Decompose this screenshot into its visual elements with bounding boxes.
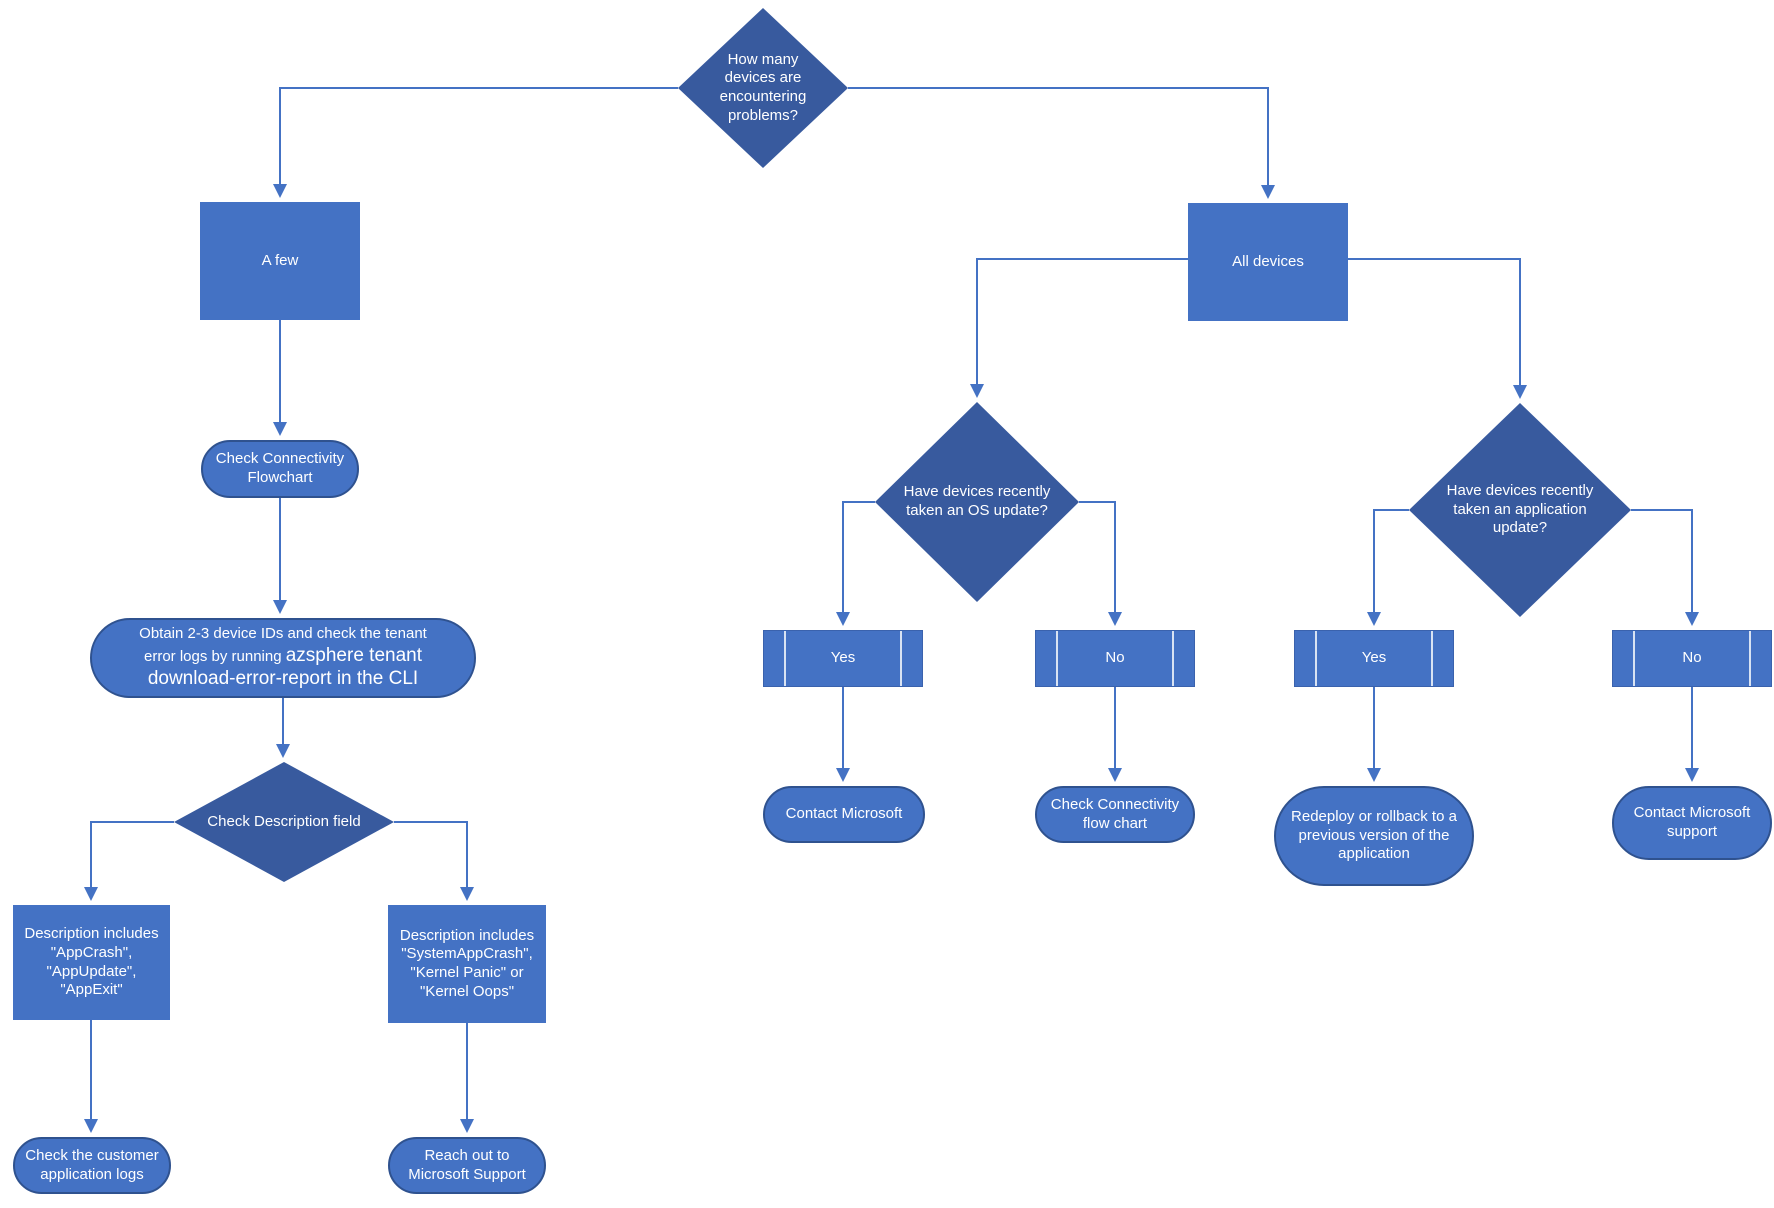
node-yes-os-update: Yes [763, 630, 923, 687]
node-no-os-update: No [1035, 630, 1195, 687]
node-check-customer-application-logs-label: Check the customer application logs [25, 1146, 159, 1183]
node-all-devices: All devices [1188, 203, 1348, 321]
decision-os-update: Have devices recently taken an OS update… [875, 402, 1079, 602]
node-check-connectivity-flowchart-label: Check Connectivity Flowchart [215, 450, 345, 486]
node-all-devices-label: All devices [1232, 252, 1304, 270]
obtain-label-command: azsphere tenant download-error-report in… [147, 644, 422, 690]
node-reach-out-microsoft-support-label: Reach out to Microsoft Support [408, 1146, 526, 1183]
connector-appupdate-to-no [1631, 509, 1699, 626]
node-description-appcrash-label: Description includes "AppCrash", "AppUpd… [24, 925, 159, 999]
node-obtain-device-ids: Obtain 2-3 device IDs and check the tena… [90, 618, 476, 698]
connector-root-to-alldevices [848, 87, 1275, 199]
connector-alldevices-to-appupdate [1348, 258, 1527, 399]
decision-application-update-label: Have devices recently taken an applicati… [1446, 481, 1594, 537]
decision-os-update-label: Have devices recently taken an OS update… [903, 483, 1051, 519]
connector-osupdate-to-no [1079, 501, 1122, 626]
node-description-systemappcrash: Description includes "SystemAppCrash", "… [388, 905, 546, 1023]
node-description-appcrash: Description includes "AppCrash", "AppUpd… [13, 905, 170, 1020]
decision-how-many-devices-label: How many devices are encountering proble… [719, 50, 807, 124]
connector-alldevices-to-osupdate [970, 258, 1188, 398]
connector-checkdesc-to-descapp [84, 821, 174, 901]
decision-how-many-devices: How many devices are encountering proble… [678, 8, 848, 168]
node-check-connectivity-flowchart: Check Connectivity Flowchart [201, 440, 359, 498]
node-no-app-update: No [1612, 630, 1772, 687]
decision-check-description-field-label: Check Description field [207, 812, 361, 830]
connector-appupdate-to-yes [1367, 509, 1409, 626]
node-description-systemappcrash-label: Description includes "SystemAppCrash", "… [399, 926, 535, 1000]
connector-root-to-afew [273, 87, 678, 198]
node-no-app-update-label: No [1682, 649, 1702, 667]
node-check-connectivity-flow-chart: Check Connectivity flow chart [1035, 786, 1195, 843]
node-obtain-device-ids-label: Obtain 2-3 device IDs and check the tena… [92, 625, 474, 691]
decision-check-description-field: Check Description field [174, 762, 394, 882]
obtain-label-prefix: Obtain 2-3 device IDs and check the tena… [139, 624, 427, 665]
node-no-os-update-label: No [1105, 649, 1125, 667]
node-a-few-label: A few [261, 251, 299, 269]
node-a-few: A few [200, 202, 360, 320]
node-yes-app-update: Yes [1294, 630, 1454, 687]
connector-osupdate-to-yes [836, 501, 875, 626]
node-reach-out-microsoft-support: Reach out to Microsoft Support [388, 1137, 546, 1194]
node-yes-os-update-label: Yes [830, 649, 856, 667]
node-contact-microsoft-label: Contact Microsoft [785, 805, 903, 823]
node-check-connectivity-flow-chart-label: Check Connectivity flow chart [1050, 795, 1180, 832]
decision-application-update: Have devices recently taken an applicati… [1409, 403, 1631, 617]
node-yes-app-update-label: Yes [1361, 649, 1387, 667]
node-contact-microsoft-support: Contact Microsoft support [1612, 786, 1772, 860]
node-check-customer-application-logs: Check the customer application logs [13, 1137, 171, 1194]
connector-checkdesc-to-descsys [394, 821, 474, 901]
node-redeploy-rollback: Redeploy or rollback to a previous versi… [1274, 786, 1474, 886]
node-contact-microsoft: Contact Microsoft [763, 786, 925, 843]
node-redeploy-rollback-label: Redeploy or rollback to a previous versi… [1291, 807, 1457, 863]
node-contact-microsoft-support-label: Contact Microsoft support [1633, 804, 1751, 840]
